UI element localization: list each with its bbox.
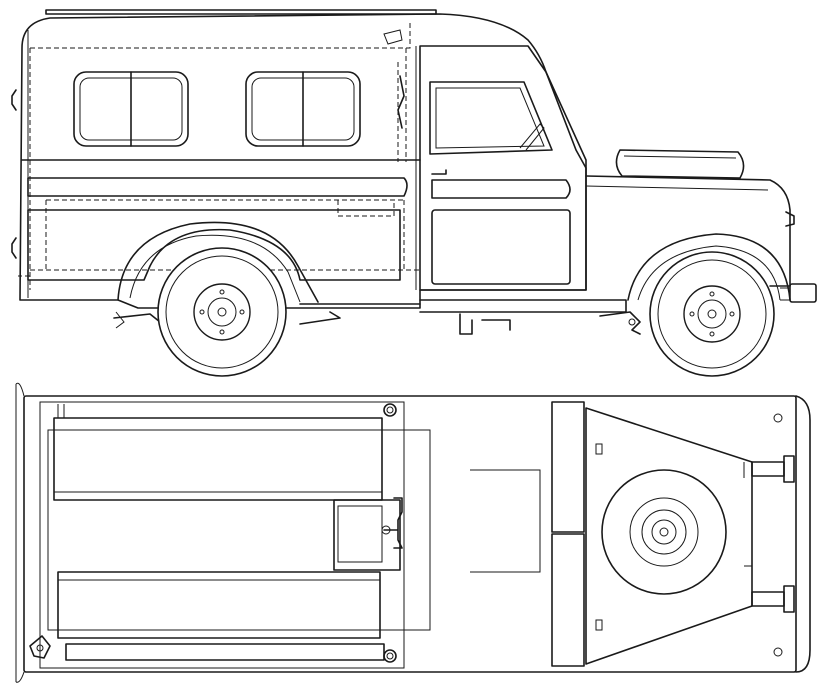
rear-bumper bbox=[12, 238, 16, 258]
rear-wheel-side bbox=[158, 248, 286, 376]
plan-front-bumper bbox=[796, 396, 810, 672]
plan-front-hub-top bbox=[752, 456, 794, 482]
plan-front-hub-bottom bbox=[752, 586, 794, 612]
plan-roof-outline bbox=[48, 430, 430, 630]
cab-door-upper-panel bbox=[432, 180, 570, 198]
cab-window bbox=[430, 82, 552, 154]
lower-side-panel bbox=[28, 210, 400, 280]
plan-front-seat-top bbox=[552, 402, 584, 532]
plan-fitting-top bbox=[384, 404, 396, 416]
sill bbox=[420, 300, 626, 312]
side-moulding bbox=[28, 178, 407, 196]
plan-lower-seat-strip bbox=[66, 644, 384, 660]
plan-front-lamp-top bbox=[774, 414, 782, 422]
plan-inner-body bbox=[40, 402, 404, 668]
cab-door bbox=[420, 46, 586, 290]
top-plan-view bbox=[16, 383, 810, 682]
plan-lamp bbox=[30, 636, 50, 658]
door-handle bbox=[432, 170, 446, 174]
plan-bonnet-slot-top bbox=[596, 444, 602, 454]
rear-light bbox=[12, 90, 16, 110]
plan-cabinet bbox=[334, 500, 400, 570]
grille-front bbox=[786, 212, 794, 226]
front-wheel-arch bbox=[628, 234, 790, 300]
rear-spring bbox=[114, 312, 340, 324]
rear-wheel-arch bbox=[118, 222, 318, 302]
roof-strip bbox=[46, 10, 436, 14]
plan-bonnet-slot-bottom bbox=[596, 620, 602, 630]
side-elevation-view bbox=[12, 10, 816, 376]
front-spring bbox=[600, 312, 640, 334]
plan-fitting-bottom bbox=[384, 650, 396, 662]
front-bumper bbox=[790, 284, 816, 302]
hidden-line-body bbox=[30, 20, 410, 290]
plan-cab-partition bbox=[470, 470, 540, 572]
plan-front-lamp-bottom bbox=[774, 648, 782, 656]
plan-bonnet bbox=[586, 408, 752, 664]
door-hinge bbox=[398, 76, 404, 128]
spare-tyre-side bbox=[616, 150, 743, 178]
plan-spare-tyre bbox=[602, 470, 726, 594]
fuel-tank bbox=[460, 314, 510, 334]
bonnet bbox=[586, 176, 790, 286]
plan-front-seat-bottom bbox=[552, 534, 584, 666]
rear-body-outline bbox=[20, 14, 586, 308]
front-wheel-side bbox=[650, 252, 774, 376]
cab-door-lower-panel bbox=[432, 210, 570, 284]
plan-lower-bench bbox=[58, 572, 380, 638]
plan-tap bbox=[384, 498, 402, 548]
